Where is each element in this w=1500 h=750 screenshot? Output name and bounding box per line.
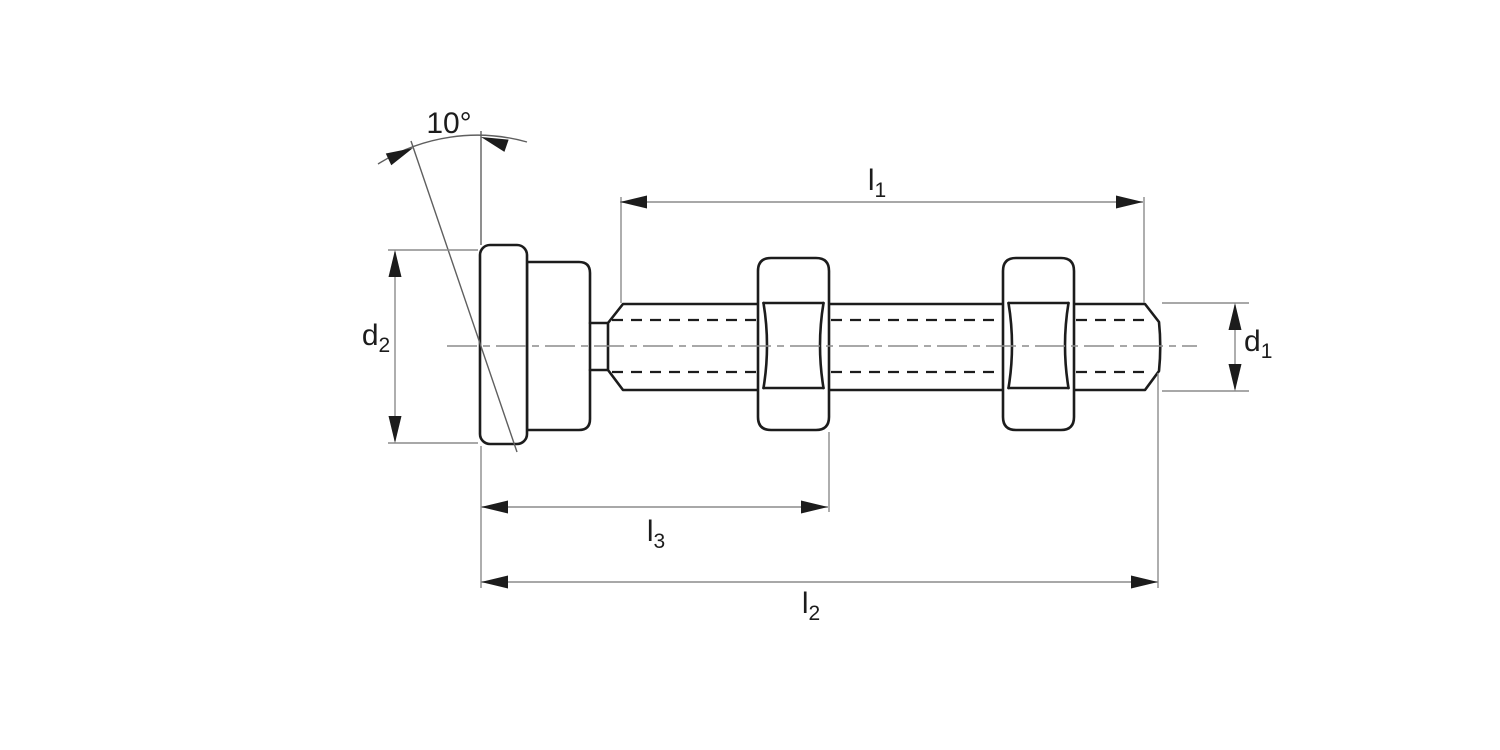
d2-label: d2 <box>362 319 390 357</box>
threaded-rod <box>606 302 1162 392</box>
d1-dimension: d1 <box>1162 302 1272 392</box>
l1-arrow-left <box>620 195 647 209</box>
hex-nut-1 <box>756 256 831 432</box>
l1-dimension: l1 <box>620 164 1145 303</box>
angle-arc-arrow-left <box>385 142 416 166</box>
d2-arrow-bottom <box>388 416 402 443</box>
d1-arrow-top <box>1228 303 1242 330</box>
l3-dimension: l3 <box>481 432 830 553</box>
d2-arrow-top <box>388 250 402 277</box>
l2-label: l2 <box>802 587 820 625</box>
d1-label: d1 <box>1244 325 1272 363</box>
d2-dimension: d2 <box>362 249 478 444</box>
l3-arrow-right <box>801 500 828 514</box>
angle-tilt-line <box>410 140 518 453</box>
l3-label: l3 <box>647 515 665 553</box>
l2-dimension: l2 <box>480 373 1159 625</box>
angle-dimension: 10° <box>377 107 528 453</box>
d1-arrow-bottom <box>1228 364 1242 391</box>
l1-arrow-right <box>1116 195 1143 209</box>
angle-arc-arrow-right <box>478 130 509 152</box>
l2-arrow-right <box>1131 575 1158 589</box>
hex-nut-2 <box>1001 256 1076 432</box>
thread-dashed-lines <box>612 318 1151 374</box>
l3-arrow-left <box>481 500 508 514</box>
l1-label: l1 <box>868 164 886 202</box>
angle-label: 10° <box>426 107 471 140</box>
l2-arrow-left <box>481 575 508 589</box>
